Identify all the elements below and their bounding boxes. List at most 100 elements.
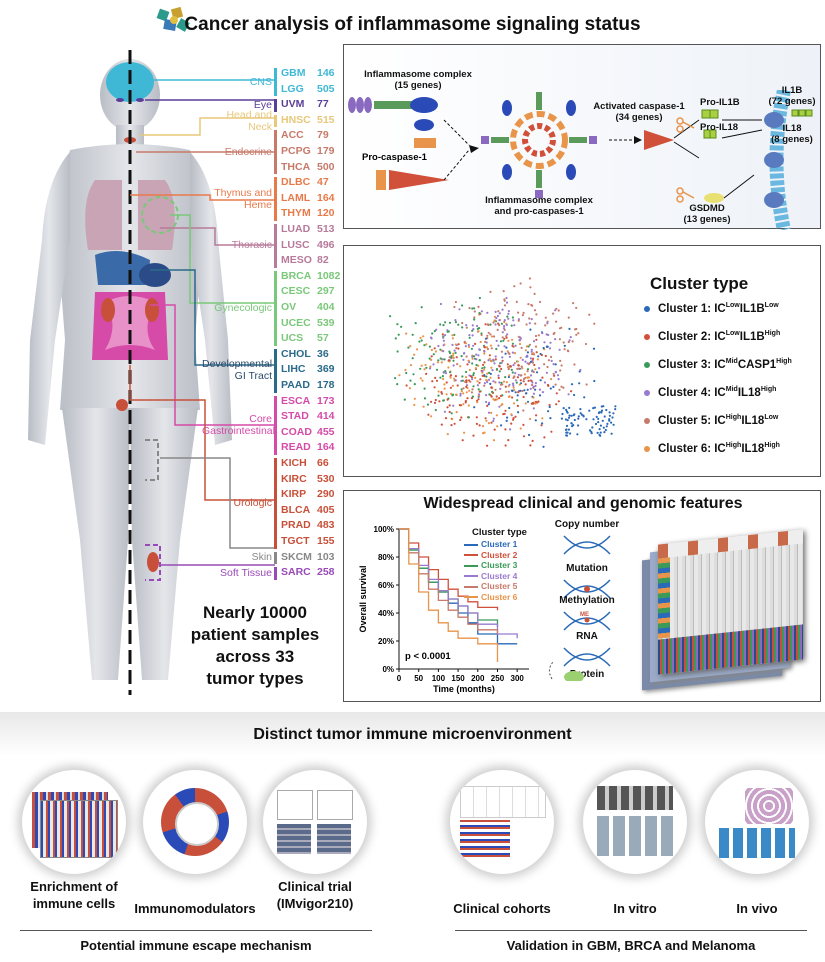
tsne-point <box>478 327 481 330</box>
tsne-point <box>516 404 519 407</box>
tsne-point <box>468 336 471 339</box>
tsne-point <box>570 390 573 393</box>
tsne-point <box>568 406 571 409</box>
samples-line: across 33 <box>215 647 295 666</box>
tsne-point <box>444 372 448 375</box>
tsne-point <box>472 344 475 347</box>
tumor-count: 297 <box>317 285 335 298</box>
gsdmd-label: GSDMD (13 genes) <box>683 203 731 225</box>
tsne-point <box>507 339 510 342</box>
tsne-point <box>501 331 504 334</box>
tsne-point <box>485 394 488 397</box>
tsne-point <box>599 434 602 437</box>
tsne-point <box>517 373 520 376</box>
tsne-point <box>597 421 600 424</box>
tsne-point <box>498 319 501 322</box>
tsne-point <box>478 381 481 384</box>
tsne-point <box>448 356 451 359</box>
tsne-point <box>423 368 426 371</box>
tsne-point <box>588 313 591 316</box>
group-color-bar <box>274 224 277 268</box>
tsne-point <box>451 418 454 421</box>
tsne-point <box>459 394 462 397</box>
tsne-point <box>442 350 445 353</box>
tumor-count: 505 <box>317 82 335 95</box>
tsne-point <box>535 338 538 341</box>
tsne-point <box>512 386 515 389</box>
group-color-bar <box>274 114 277 128</box>
tsne-point <box>396 350 399 353</box>
tsne-point <box>505 336 508 339</box>
tsne-point <box>452 359 455 362</box>
tsne-point <box>541 332 544 335</box>
tsne-point <box>529 387 532 390</box>
tsne-point <box>440 392 443 395</box>
tsne-point <box>605 425 608 428</box>
tsne-point <box>453 349 456 352</box>
tsne-point <box>517 391 520 394</box>
tsne-point <box>495 316 498 320</box>
tsne-point <box>441 333 444 336</box>
tsne-point <box>418 340 421 343</box>
tsne-point <box>463 431 466 434</box>
tsne-point <box>503 304 507 307</box>
protein-structure-logo <box>150 4 198 36</box>
tsne-point <box>472 434 475 437</box>
tsne-point <box>473 406 476 409</box>
tsne-point <box>498 405 501 408</box>
tsne-point <box>534 402 537 405</box>
cluster-legend-item: Cluster 5: ICHighIL18Low <box>644 414 778 427</box>
tsne-point <box>440 423 443 426</box>
tsne-point <box>518 383 521 386</box>
tsne-point <box>565 434 569 437</box>
tsne-point <box>533 309 537 312</box>
tsne-point <box>608 419 611 422</box>
tsne-point <box>569 336 572 339</box>
tsne-point <box>523 373 526 376</box>
tsne-point <box>526 354 529 357</box>
features-panel: Widespread clinical and genomic features… <box>343 490 821 702</box>
tsne-point <box>489 323 492 326</box>
y-tick-label: 80% <box>378 553 394 562</box>
tsne-point <box>419 367 422 370</box>
tsne-point <box>434 350 438 353</box>
tsne-point <box>577 415 580 418</box>
tsne-point <box>425 372 428 375</box>
tsne-point <box>463 340 466 343</box>
tsne-point <box>483 368 486 371</box>
tsne-point <box>562 407 565 410</box>
tsne-point <box>512 319 515 322</box>
tsne-point <box>453 422 456 425</box>
tumor-code: OV <box>281 301 297 313</box>
tsne-point <box>490 395 493 398</box>
tsne-point <box>475 353 478 356</box>
tsne-point <box>594 422 598 426</box>
tsne-point <box>552 363 555 366</box>
omics-label: Methylation <box>559 595 615 606</box>
tsne-point <box>493 428 496 431</box>
tsne-point <box>425 366 428 369</box>
tsne-point <box>479 340 482 344</box>
tsne-point <box>566 431 569 434</box>
tsne-point <box>553 331 556 335</box>
tsne-point <box>483 352 486 355</box>
tsne-point <box>420 306 423 309</box>
tsne-point <box>608 411 611 414</box>
tsne-point <box>448 321 452 324</box>
tsne-point <box>446 433 449 436</box>
cluster-legend-item: Cluster 4: ICMidIL18High <box>644 386 776 399</box>
tsne-point <box>483 346 486 349</box>
tsne-point <box>455 411 458 414</box>
inflammasome-wheel <box>481 92 597 198</box>
pathway-panel: Inflammasome complex (15 genes) Pro-casp… <box>343 44 821 230</box>
tsne-point <box>561 412 564 416</box>
tumor-code: BLCA <box>281 503 311 516</box>
tsne-point <box>405 384 408 387</box>
bottom-item-label: Immunomodulators <box>134 901 256 916</box>
tsne-point <box>514 344 517 347</box>
tsne-point <box>450 356 453 359</box>
tsne-point <box>442 399 445 402</box>
